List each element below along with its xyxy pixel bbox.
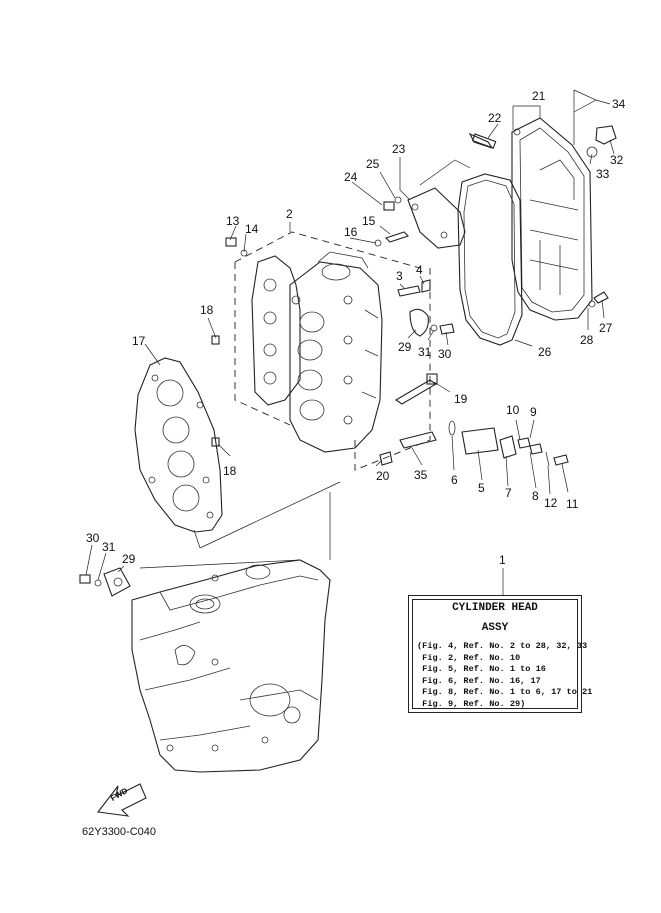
assembly-note: Fig. 6, Ref. No. 16, 17: [417, 675, 541, 686]
head-gasket: [134, 357, 223, 533]
assembly-note: Fig. 2, Ref. No. 10: [417, 652, 521, 663]
cylinder-block: [131, 559, 331, 773]
callout-23: 23: [392, 142, 406, 156]
assembly-note: Fig. 8, Ref. No. 1 to 6, 17 to 21: [417, 687, 593, 697]
callout-14: 14: [245, 222, 259, 236]
callout-10: 10: [506, 403, 520, 417]
callout-13: 13: [226, 214, 240, 228]
callout-20: 20: [376, 469, 390, 483]
callout-18-upper: 18: [200, 303, 214, 317]
cover-plate: [407, 159, 471, 249]
assembly-reference-box: CYLINDER HEAD ASSY (Fig. 4, Ref. No. 2 t…: [408, 595, 592, 713]
callout-26: 26: [538, 345, 552, 359]
callout-29-block: 29: [122, 552, 136, 566]
callout-9: 9: [530, 405, 537, 419]
callout-15: 15: [362, 214, 376, 228]
assembly-note: (Fig. 4, Ref. No. 2 to 28, 32, 33: [417, 641, 588, 651]
callout-4: 4: [416, 263, 423, 277]
callout-1: 1: [499, 553, 506, 567]
assembly-notes: (Fig. 4, Ref. No. 2 to 28, 32, 33 Fig. 2…: [417, 641, 592, 710]
assembly-note: Fig. 5, Ref. No. 1 to 16: [417, 664, 546, 674]
callout-24: 24: [344, 170, 358, 184]
callout-3: 3: [396, 269, 403, 283]
fasteners: [79, 125, 617, 597]
callout-28: 28: [580, 333, 594, 347]
callout-11: 11: [566, 497, 579, 511]
callout-21: 21: [532, 89, 546, 103]
callout-29-head: 29: [398, 340, 412, 354]
callout-25: 25: [366, 157, 380, 171]
callout-5: 5: [478, 481, 485, 495]
callout-8: 8: [532, 489, 539, 503]
callout-2: 2: [286, 207, 293, 221]
callout-31-block: 31: [102, 540, 116, 554]
callout-12: 12: [544, 496, 558, 510]
callout-31-head: 31: [418, 345, 432, 359]
callouts: 1 2 3 4 5 6 7 8 9 10 11 12 13 14 15 16 1…: [86, 89, 626, 567]
head-cover: [457, 117, 593, 346]
diagram-code: 62Y3300-C040: [82, 826, 157, 838]
assembly-box-border: [412, 599, 578, 709]
leader-lines: [85, 89, 615, 597]
callout-19: 19: [454, 392, 468, 406]
callout-18-lower: 18: [223, 464, 237, 478]
fwd-arrow: [96, 783, 147, 817]
assembly-note: Fig. 9, Ref. No. 29): [417, 698, 526, 709]
callout-32: 32: [610, 153, 624, 167]
callout-35: 35: [414, 468, 428, 482]
callout-17: 17: [132, 334, 146, 348]
assembly-subtitle: ASSY: [481, 622, 509, 634]
callout-30-block: 30: [86, 531, 100, 545]
callout-30-head: 30: [438, 347, 452, 361]
cylinder-head: [234, 231, 431, 471]
callout-27: 27: [599, 321, 613, 335]
assembly-title: CYLINDER HEAD: [452, 602, 538, 614]
callout-22: 22: [488, 111, 502, 125]
callout-7: 7: [505, 486, 512, 500]
callout-33: 33: [596, 167, 610, 181]
callout-16: 16: [344, 225, 358, 239]
callout-34: 34: [612, 97, 626, 111]
callout-6: 6: [451, 473, 458, 487]
